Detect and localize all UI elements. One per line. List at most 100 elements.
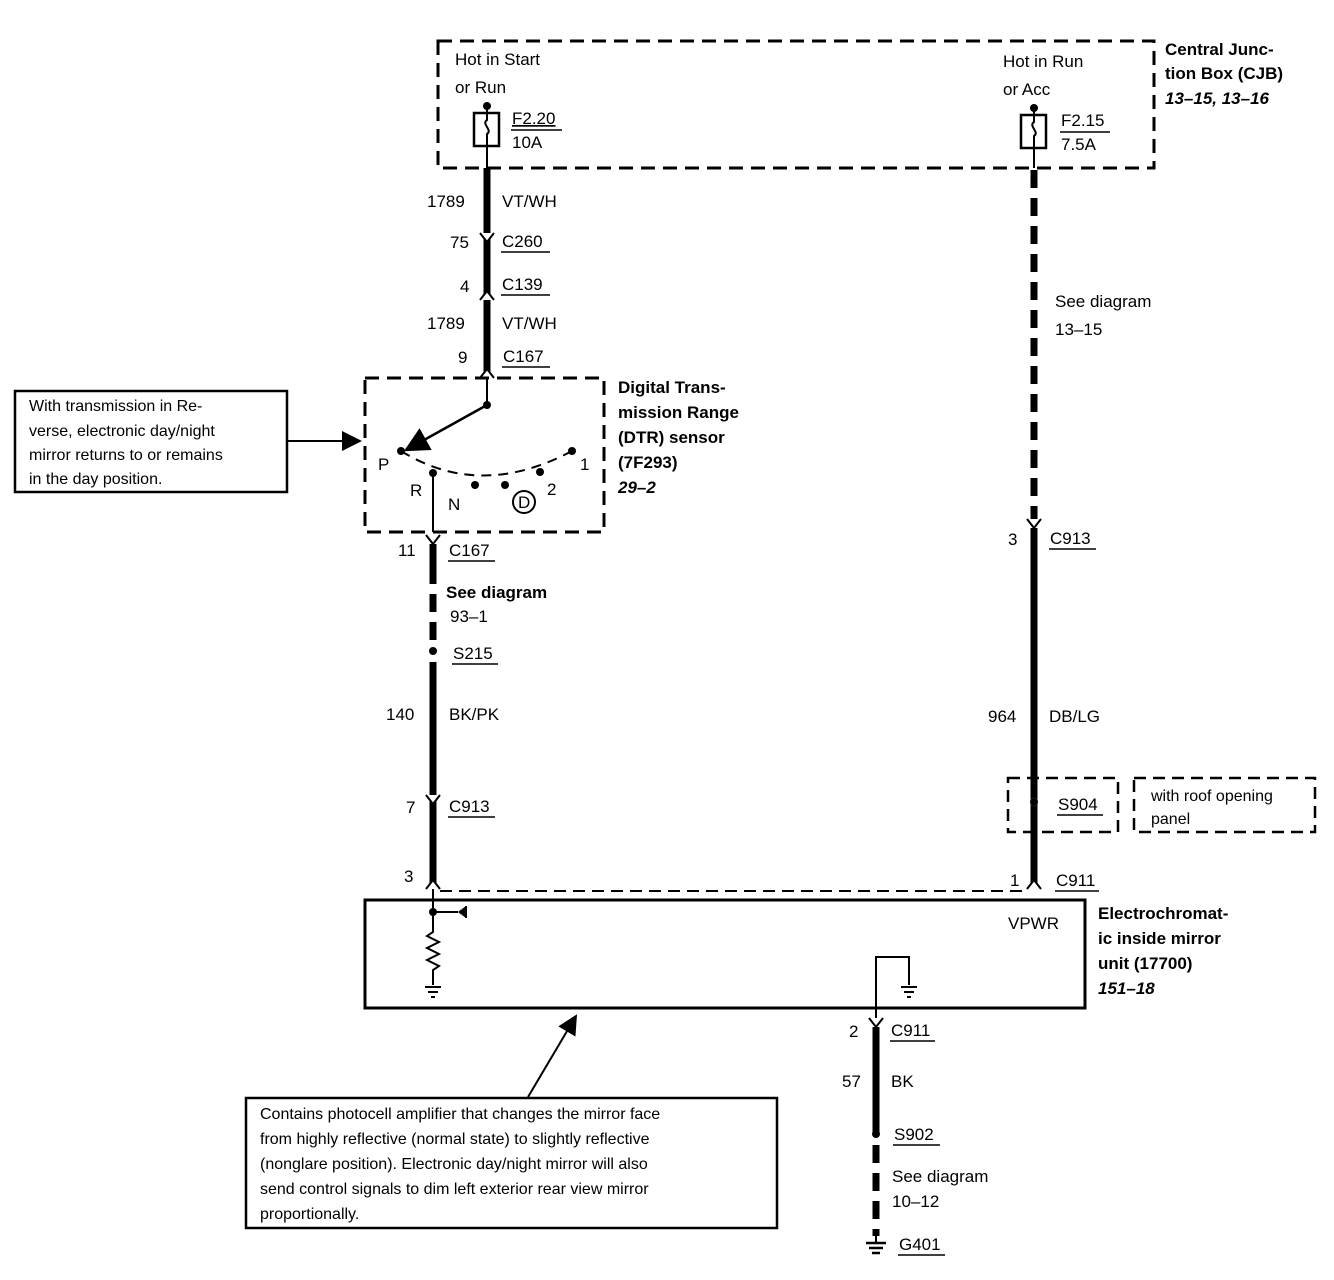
ground-internal-right-icon	[901, 986, 917, 998]
mirror-title-line2: ic inside mirror	[1098, 929, 1221, 948]
fuse-f2-20-icon	[472, 102, 501, 148]
mirror-pin3: 3	[404, 867, 413, 886]
c139-pin: 4	[460, 277, 469, 296]
reverse-note-line2: verse, electronic day/night	[29, 423, 215, 440]
see-diagram-10-12-line1: See diagram	[892, 1167, 988, 1186]
connector-c911-bottom-icon	[868, 1017, 884, 1029]
photocell-note-line5: proportionally.	[260, 1206, 359, 1223]
connector-mirror-pin3-icon	[425, 878, 441, 890]
connector-c260-icon	[479, 232, 495, 244]
c913-right-pin: 3	[1008, 530, 1017, 549]
fuse-f2-15-icon	[1019, 104, 1048, 150]
connector-c913-left-icon	[425, 794, 441, 806]
dtr-ref: 29–2	[617, 478, 656, 497]
dtr-pos-r: R	[410, 481, 422, 500]
c260-label: C260	[502, 232, 543, 251]
ground-g401-icon	[866, 1236, 886, 1255]
reverse-note-box	[13, 389, 289, 494]
see-diagram-13-15-line2: 13–15	[1055, 320, 1102, 339]
cjb-left-hot-line1: Hot in Start	[455, 50, 540, 69]
c911-top-pin: 1	[1010, 871, 1019, 890]
dtr-pos-1: 1	[580, 455, 589, 474]
splice-s215-icon	[429, 647, 437, 655]
see-diagram-13-15-line1: See diagram	[1055, 292, 1151, 311]
connector-c167-top-icon	[479, 367, 495, 379]
dtr-title-line4: (7F293)	[618, 453, 678, 472]
signal-input-icon	[458, 906, 466, 918]
cjb-ref: 13–15, 13–16	[1165, 89, 1270, 108]
photocell-note-line2: from highly reflective (normal state) to…	[260, 1131, 650, 1148]
c911-bottom-label: C911	[891, 1021, 930, 1040]
fuse-right-amp: 7.5A	[1061, 135, 1097, 154]
wire-1789-color: VT/WH	[502, 192, 557, 211]
fuse-right-id: F2.15	[1061, 111, 1104, 130]
photocell-note-box	[244, 1096, 779, 1230]
c260-pin: 75	[450, 233, 469, 252]
photocell-note-line3: (nonglare position). Electronic day/nigh…	[260, 1156, 648, 1173]
cjb-right-hot-line2: or Acc	[1003, 80, 1051, 99]
wire-1789-color-2: VT/WH	[502, 314, 557, 333]
roof-opening-line2: panel	[1151, 811, 1190, 828]
wire-1789-circuit: 1789	[427, 192, 465, 211]
wire-57-circuit: 57	[842, 1072, 861, 1091]
dtr-pos-2: 2	[547, 480, 556, 499]
mirror-title-line1: Electrochromat-	[1098, 904, 1228, 923]
dtr-pos-n: N	[448, 495, 460, 514]
c139-label: C139	[502, 275, 543, 294]
mirror-title-line3: unit (17700)	[1098, 954, 1192, 973]
cjb-right-hot-line1: Hot in Run	[1003, 52, 1083, 71]
dtr-sensor-box	[363, 376, 606, 534]
wire-140-color: BK/PK	[449, 705, 500, 724]
photocell-note-line1: Contains photocell amplifier that change…	[260, 1106, 660, 1123]
cjb-title-line1: Central Junc-	[1165, 40, 1274, 59]
c913-left-label: C913	[449, 797, 490, 816]
see-diagram-10-12-line2: 10–12	[892, 1192, 939, 1211]
mirror-unit-box	[363, 898, 1087, 1010]
connector-c911-top-icon	[1026, 878, 1042, 890]
wire-964-color: DB/LG	[1049, 707, 1100, 726]
c913-right-label: C913	[1050, 529, 1091, 548]
wire-140-circuit: 140	[386, 705, 414, 724]
fuse-left-id: F2.20	[512, 109, 555, 128]
c913-left-pin: 7	[406, 798, 415, 817]
fuse-left-amp: 10A	[512, 133, 543, 152]
dtr-title-line2: mission Range	[618, 403, 739, 422]
splice-s902-icon	[872, 1130, 880, 1138]
cjb-box	[436, 39, 1156, 170]
s904-box	[1006, 776, 1120, 834]
s904-label: S904	[1058, 795, 1098, 814]
roof-opening-line1: with roof opening	[1150, 788, 1273, 805]
resistor-icon	[424, 912, 442, 985]
cjb-title-line2: tion Box (CJB)	[1165, 64, 1283, 83]
connector-c139-icon	[479, 289, 495, 301]
roof-opening-box	[1132, 776, 1317, 834]
c167-top-label: C167	[503, 347, 544, 366]
c911-top-label: C911	[1056, 871, 1095, 890]
wire-1789-circuit-2: 1789	[427, 314, 465, 333]
dtr-title-line3: (DTR) sensor	[618, 428, 725, 447]
mirror-ref: 151–18	[1098, 979, 1155, 998]
c911-bottom-pin: 2	[849, 1022, 858, 1041]
drive-position-circle-icon	[512, 490, 536, 514]
reverse-note-line1: With transmission in Re-	[29, 398, 202, 415]
mirror-vpwr: VPWR	[1008, 914, 1059, 933]
reverse-note-line4: in the day position.	[29, 471, 162, 488]
photocell-note-arrow-icon	[527, 1014, 578, 1098]
connector-c913-right-icon	[1026, 518, 1042, 530]
dtr-pos-p: P	[378, 455, 389, 474]
see-diagram-93-1-line2: 93–1	[450, 607, 488, 626]
c167-bottom-pin: 11	[398, 541, 416, 560]
see-diagram-93-1-line1: See diagram	[446, 583, 547, 602]
reverse-note-line3: mirror returns to or remains	[29, 447, 223, 464]
dtr-pos-d: D	[518, 493, 530, 512]
c167-bottom-label: C167	[449, 541, 490, 560]
cjb-left-hot-line2: or Run	[455, 78, 506, 97]
s902-label: S902	[894, 1125, 934, 1144]
dtr-switch-arm	[403, 403, 488, 452]
c167-top-pin: 9	[458, 348, 467, 367]
dtr-title-line1: Digital Trans-	[618, 378, 726, 397]
s215-label: S215	[453, 644, 493, 663]
photocell-note-line4: send control signals to dim left exterio…	[260, 1181, 649, 1198]
connector-c167-bottom-icon	[425, 534, 441, 546]
